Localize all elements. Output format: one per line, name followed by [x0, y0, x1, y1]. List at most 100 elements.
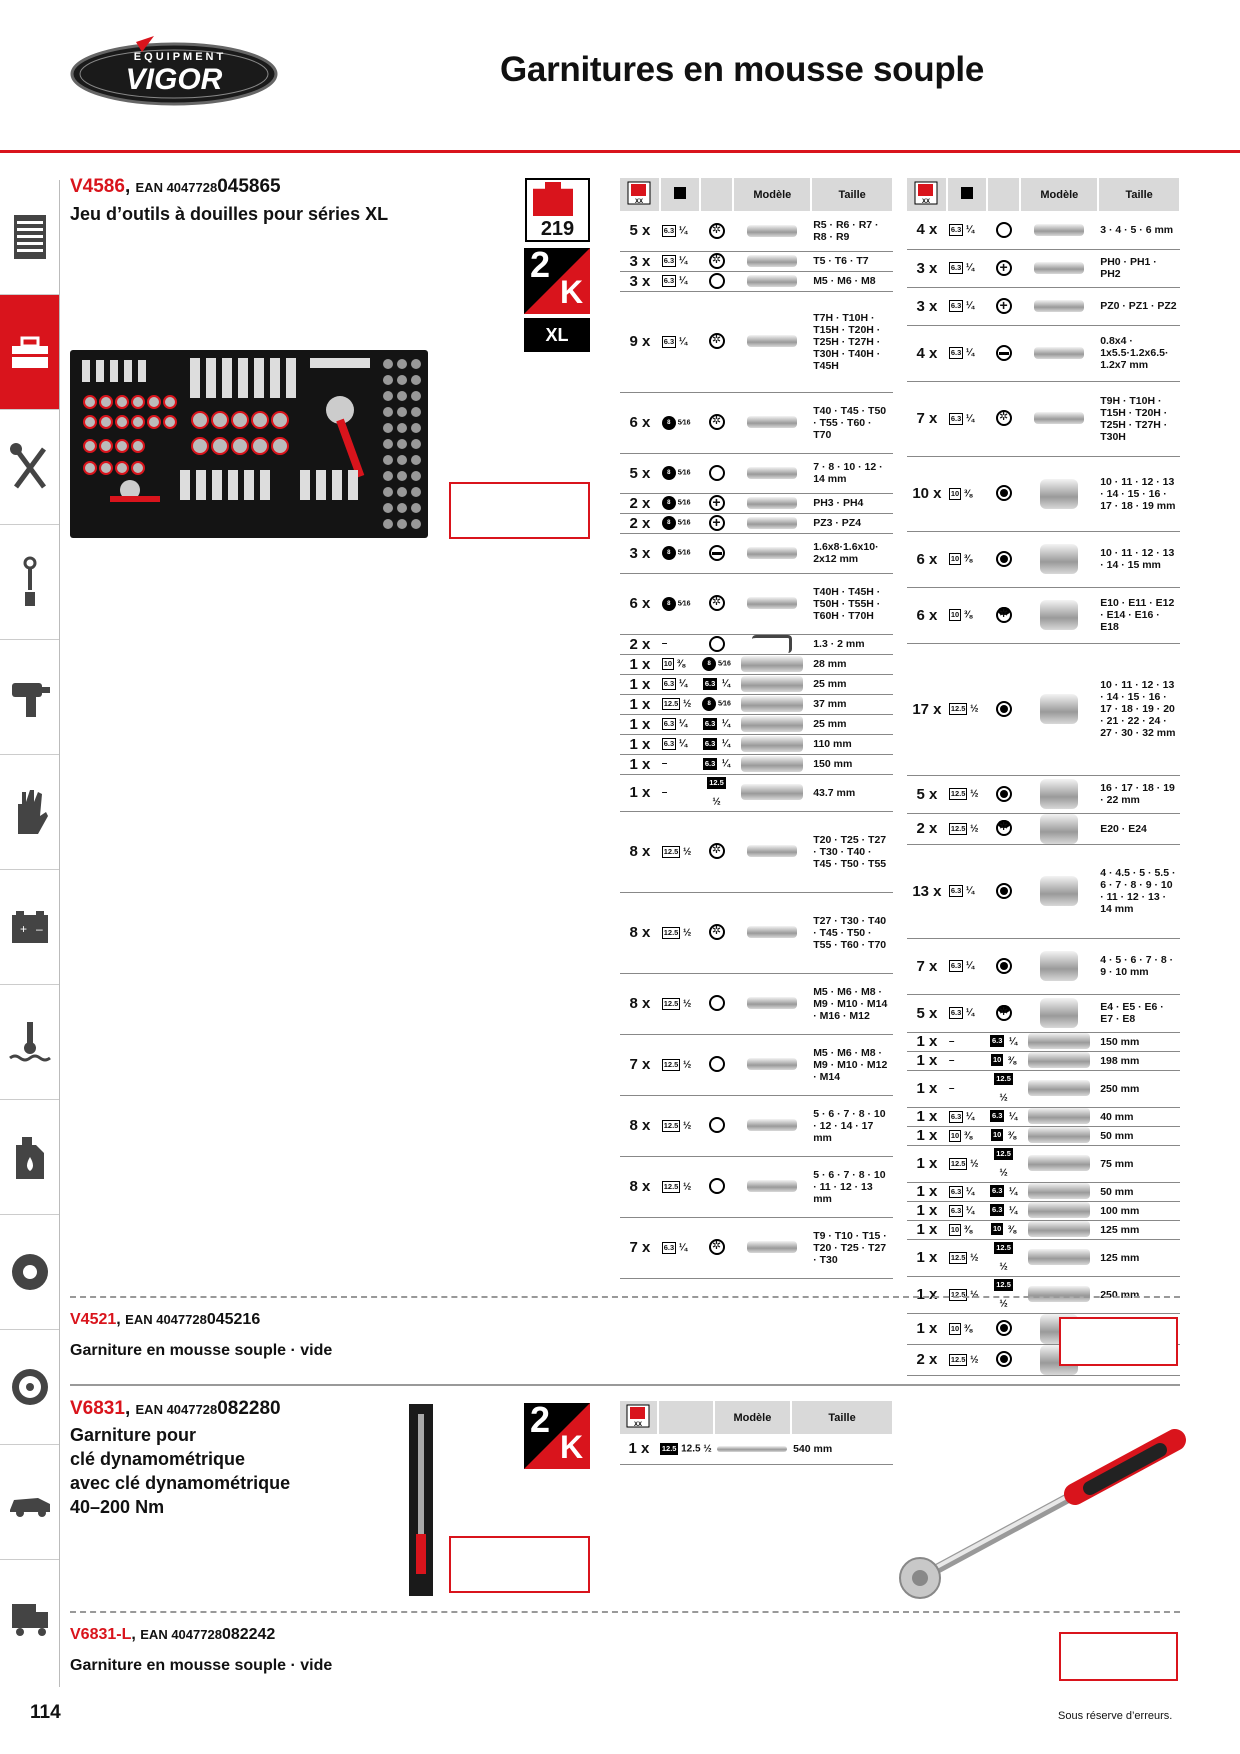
profile-cell: 6.3 ¼	[699, 734, 734, 755]
slot-profile-icon	[995, 344, 1012, 361]
profile-cell: 6.3 ¼	[699, 674, 734, 695]
size-cell: PH0 · PH1 · PH2	[1098, 249, 1180, 288]
drive-cell: 6.3 ¼	[946, 325, 987, 382]
model-cell	[733, 754, 812, 775]
socket-tray-illustration	[82, 358, 421, 529]
qty-cell: 6 x	[620, 392, 660, 454]
qty-cell: 5 x	[907, 994, 947, 1033]
specs-table-left: XX Modèle Taille 5 x6.3 ¼R5 · R6 · R7 · …	[620, 178, 894, 1279]
torx-profile-icon	[708, 1239, 725, 1256]
drive-cell: 12.5 ½	[946, 813, 987, 845]
drive-cell: 10 ⅜	[946, 1313, 987, 1345]
product-code-line: V6831-L, EAN 4047728082242	[70, 1626, 276, 1643]
product-code-line: V4586, EAN 4047728045865	[70, 176, 281, 197]
drive-col-header	[946, 178, 988, 211]
price-box[interactable]	[1059, 1632, 1178, 1681]
drive-cell: –	[946, 1032, 987, 1052]
size-cell: 0.8x4 · 1x5.5·1.2x6.5· 1.2x7 mm	[1098, 325, 1180, 382]
size-cell: 10 · 11 · 12 · 13 · 14 · 15 · 16 · 17 · …	[1098, 456, 1180, 532]
cross-profile-icon	[708, 494, 725, 511]
model-cell	[733, 1095, 812, 1157]
model-cell	[1020, 1051, 1099, 1071]
size-cell: T40H · T45H · T50H · T55H · T60H · T70H	[811, 573, 893, 635]
qty-cell: 1 x	[907, 1126, 947, 1146]
profile-cell	[699, 211, 734, 252]
footer-note: Sous réserve d’erreurs.	[1058, 1710, 1173, 1722]
e-torx-profile-icon	[995, 820, 1012, 837]
sidebar-item-truck[interactable]	[0, 1560, 59, 1675]
table-row: 7 x6.3 ¼T9 · T10 · T15 · T20 · T25 · T27…	[620, 1217, 893, 1279]
price-box[interactable]	[1059, 1317, 1178, 1366]
round-profile-icon	[708, 635, 725, 652]
sidebar-item-pin-tools[interactable]	[0, 525, 59, 640]
drive-cell: 6.3 ¼	[946, 381, 987, 457]
sidebar-item-cooling[interactable]	[0, 985, 59, 1100]
torx-profile-icon	[708, 924, 725, 941]
sidebar-item-toolbox[interactable]	[0, 295, 59, 410]
qty-cell: 1 x	[620, 714, 660, 735]
hex-profile-icon	[995, 700, 1012, 717]
model-cell	[1020, 643, 1099, 776]
model-cell	[733, 674, 812, 695]
drive-cell: 8 5⁄16	[659, 573, 700, 635]
size-cell: T7H · T10H · T15H · T20H · T25H · T27H ·…	[811, 291, 893, 393]
drive-cell: 8 5⁄16	[659, 392, 700, 454]
sidebar-item-hand-tools[interactable]	[0, 410, 59, 525]
qty-cell: 5 x	[907, 775, 947, 814]
size-cell: 1.6x8·1.6x10· 2x12 mm	[811, 533, 893, 574]
round-profile-icon	[708, 272, 725, 289]
model-cell	[733, 453, 812, 494]
square-drive-icon	[673, 187, 686, 199]
cross-profile-icon	[708, 514, 725, 531]
size-col-header: Taille	[811, 178, 894, 211]
qty-cell: 1 x	[907, 1201, 947, 1221]
size-cell: T27 · T30 · T40 · T45 · T50 · T55 · T60 …	[811, 892, 893, 974]
drive-cell: –	[659, 774, 700, 812]
model-cell	[733, 1156, 812, 1218]
drive-cell: 6.3 ¼	[659, 714, 700, 735]
size-cell: 5 · 6 · 7 · 8 · 10 · 12 · 14 · 17 mm	[811, 1095, 893, 1157]
section-divider	[70, 1611, 1180, 1613]
price-box[interactable]	[449, 1536, 590, 1593]
price-box[interactable]	[449, 482, 590, 539]
drive-cell: 6.3 ¼	[946, 249, 987, 288]
size-cell: 25 mm	[811, 674, 893, 695]
drive-cell: 8 5⁄16	[659, 533, 700, 574]
sidebar-item-car[interactable]	[0, 1445, 59, 1560]
sidebar-item-wheels[interactable]	[0, 1330, 59, 1445]
size-cell: PZ0 · PZ1 · PZ2	[1098, 287, 1180, 326]
sidebar-item-brakes[interactable]	[0, 1215, 59, 1330]
qty-cell: 1 x	[907, 1182, 947, 1202]
size-cell: 10 · 11 · 12 · 13 · 14 · 15 mm	[1098, 531, 1180, 588]
ean-number: 082242	[221, 1626, 276, 1643]
qty-cell: 1 x	[907, 1239, 947, 1277]
drive-cell: 8 5⁄16	[659, 513, 700, 534]
profile-cell	[699, 1217, 734, 1279]
sidebar-item-protection[interactable]	[0, 755, 59, 870]
qty-cell: 1 x	[907, 1313, 947, 1345]
table-row: 3 x6.3 ¼PZ0 · PZ1 · PZ2	[907, 287, 1180, 326]
2k-badge: 2 K	[524, 1403, 590, 1469]
pieces-col-header: XX	[620, 1401, 659, 1434]
sidebar-item-tool-cabinet[interactable]	[0, 180, 59, 295]
table-row: 5 x6.3 ¼E4 · E5 · E6 · E7 · E8	[907, 994, 1180, 1033]
hex-profile-icon	[995, 957, 1012, 974]
model-cell	[733, 1217, 812, 1279]
sidebar-item-pneumatic[interactable]	[0, 640, 59, 755]
sidebar-item-battery[interactable]: +–	[0, 870, 59, 985]
model-cell	[733, 271, 812, 292]
qty-cell: 7 x	[620, 1217, 660, 1279]
model-cell	[1020, 1032, 1099, 1052]
size-cell: 10 · 11 · 12 · 13 · 14 · 15 · 16 · 17 · …	[1098, 643, 1180, 776]
hex-profile-icon	[995, 1351, 1012, 1368]
sidebar-item-oil[interactable]	[0, 1100, 59, 1215]
size-cell: E4 · E5 · E6 · E7 · E8	[1098, 994, 1180, 1033]
drive-cell: 12.5 ½	[946, 1276, 987, 1314]
